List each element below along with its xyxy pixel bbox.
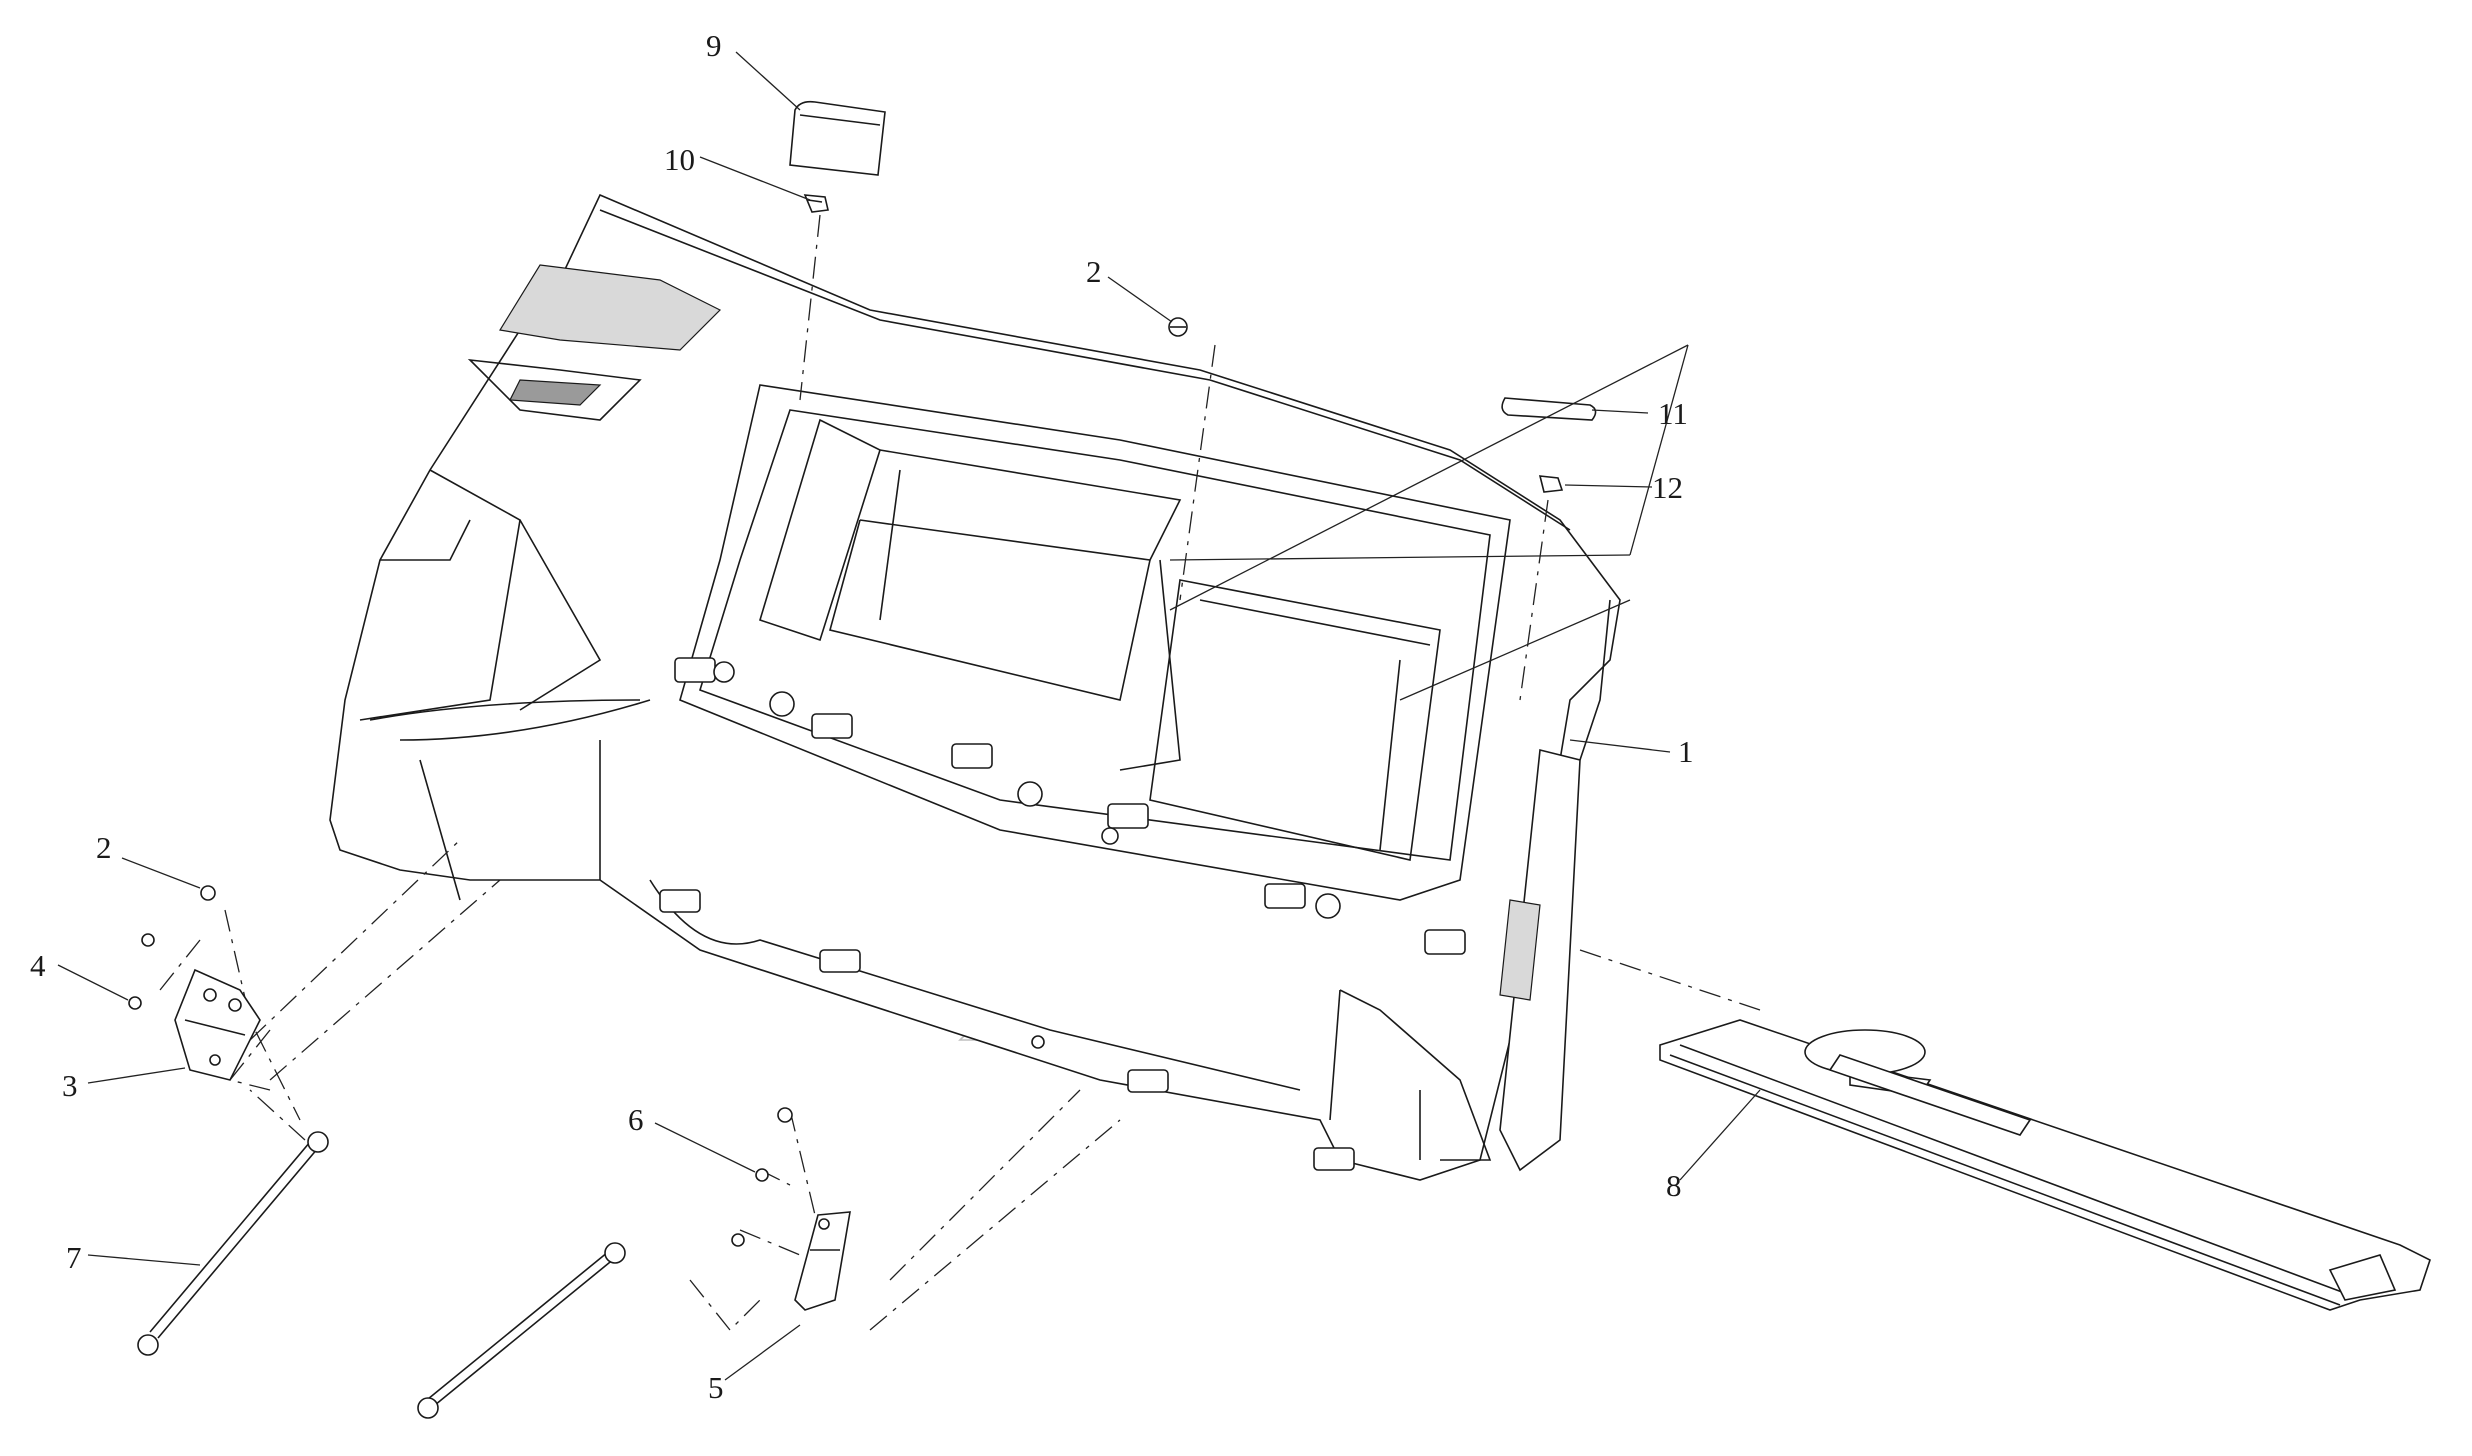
callout-3: 3: [62, 1068, 78, 1103]
screw-small-5: [731, 1233, 745, 1247]
screw-small-left: [141, 933, 155, 947]
gas-strut-lower: [417, 1242, 626, 1419]
gas-strut-part-7: [137, 1131, 329, 1356]
callout-1: 1: [1678, 734, 1694, 769]
callout-4: 4: [30, 948, 46, 983]
callout-11: 11: [1658, 396, 1688, 431]
screw-part-4: [128, 996, 142, 1010]
trim-strip-part-8: [1659, 1019, 2431, 1311]
screw-part-6: [755, 1168, 769, 1182]
screw-part-2-lower: [200, 885, 216, 901]
clip-part-12: [1538, 475, 1564, 493]
callout-6: 6: [628, 1102, 644, 1137]
clip-part-10: [803, 194, 829, 213]
callout-labels: 1 2 2 3 4 5 6 7 8 9 10 11 12: [30, 28, 1694, 1405]
callout-10: 10: [664, 142, 695, 177]
dashboard-panel: [329, 193, 1621, 1181]
cap-part-9: [789, 100, 886, 176]
switch-slots: [674, 657, 1466, 955]
callout-2-upper: 2: [1086, 254, 1102, 289]
callout-7: 7: [66, 1240, 82, 1275]
callout-5: 5: [708, 1370, 724, 1405]
callout-2-lower: 2: [96, 830, 112, 865]
callout-12: 12: [1652, 470, 1683, 505]
screw-part-2-upper: [1168, 317, 1188, 337]
hinge-bracket-part-5: [794, 1211, 851, 1311]
handle-part-11: [1501, 397, 1597, 421]
leader-lines: [57, 51, 1761, 1381]
callout-9: 9: [706, 28, 722, 63]
callout-8: 8: [1666, 1168, 1682, 1203]
screw-top-5: [777, 1107, 793, 1123]
hinge-bracket-part-3: [174, 968, 261, 1081]
